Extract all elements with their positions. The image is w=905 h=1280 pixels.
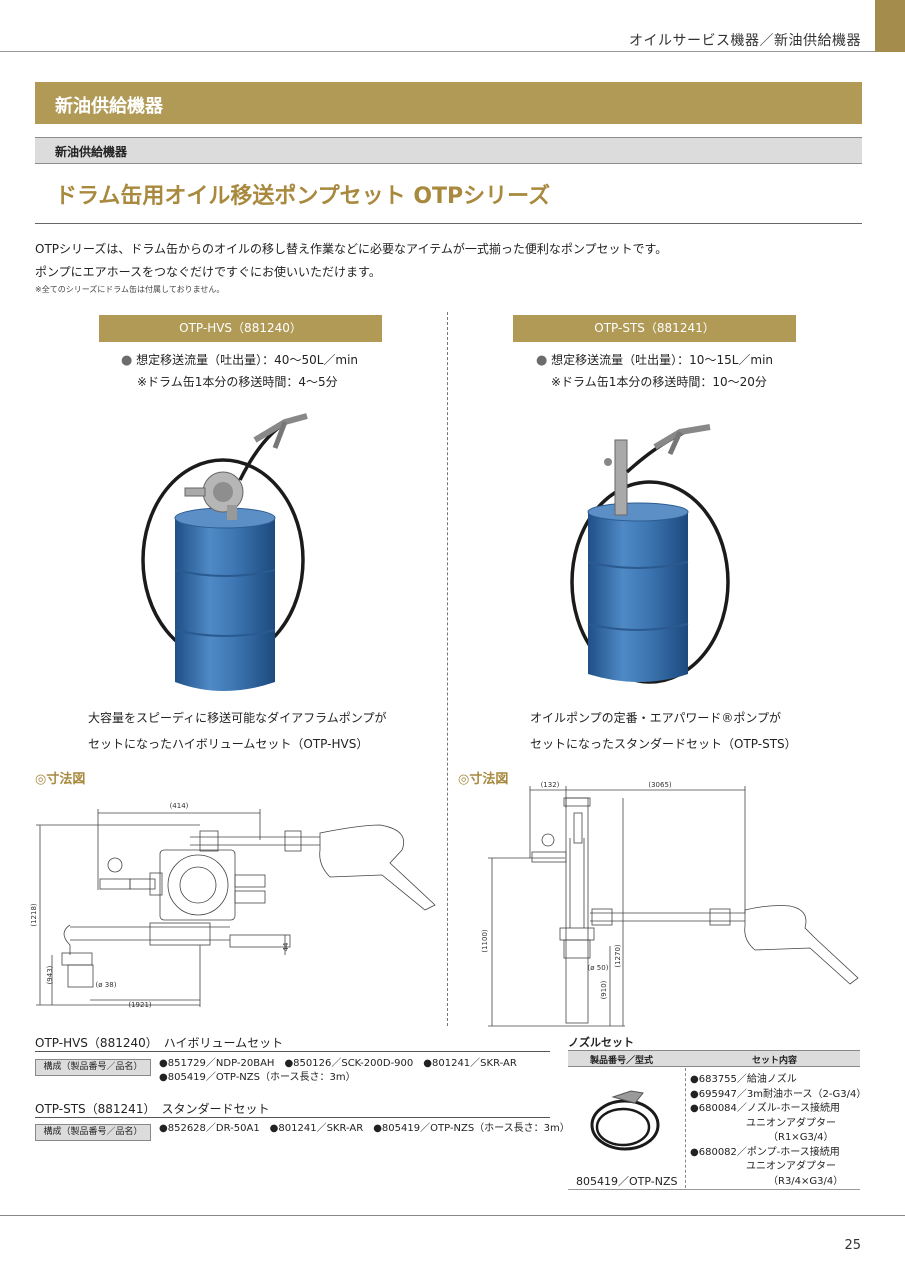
nozzle-col-divider	[685, 1068, 686, 1188]
nozzle-item: （R3/4×G3/4）	[768, 1175, 844, 1187]
title-divider	[35, 223, 862, 224]
set-title-sts: OTP-STS（881241） スタンダードセット	[35, 1100, 269, 1117]
intro-line-2: ポンプにエアホースをつなぐだけですぐにお使いいただけます。	[35, 265, 381, 279]
intro-note: ※全てのシリーズにドラム缶は付属しておりません。	[35, 285, 225, 294]
set-label-hvs: 構成（製品番号／品名）	[35, 1059, 151, 1076]
product-spec-note-hvs: ※ドラム缶1本分の移送時間：4〜5分	[137, 375, 338, 389]
nozzle-item: ●680082／ポンプ-ホース接続用	[690, 1146, 840, 1158]
dim-height: (1218)	[30, 903, 38, 927]
nozzle-set-header: 製品番号／型式 セット内容	[568, 1050, 860, 1067]
intro-line-1: OTPシリーズは、ドラム缶からのオイルの移し替え作業などに必要なアイテムが一式揃…	[35, 242, 668, 256]
set-name: スタンダードセット	[161, 1102, 270, 1116]
header-tab	[875, 0, 905, 52]
subsection-band: 新油供給機器	[35, 137, 862, 164]
dim-height-3: (910)	[600, 980, 608, 999]
product-header-sts: OTP-STS（881241）	[513, 315, 796, 342]
hvs-dimension-drawing: (414) (1218) (943) (ø 38) (1921) 44	[30, 802, 436, 1009]
set-items-hvs-1: ●851729／NDP-20BAH ●850126／SCK-200D-900 ●…	[159, 1058, 517, 1069]
bullet-icon: ●	[536, 353, 548, 368]
sts-dimension-drawing: (132) (3065) (1100) (1270) (ø 50) (910)	[481, 781, 859, 1027]
nozzle-item: ●695947／3m耐油ホース（2-G3/4）	[690, 1088, 867, 1100]
set-items-hvs-2: ●805419／OTP-NZS（ホース長さ：3m）	[159, 1072, 356, 1083]
product-spec-sts: ● 想定移送流量（吐出量）：10〜15L／min	[536, 351, 773, 368]
dim-length: (1921)	[128, 1001, 152, 1009]
header-section-title: オイルサービス機器／新油供給機器	[629, 33, 861, 49]
set-label-sts: 構成（製品番号／品名）	[35, 1124, 151, 1141]
dimension-title-sts: ◎寸法図	[458, 772, 509, 787]
nozzle-item: ●683755／給油ノズル	[690, 1074, 797, 1085]
nozzle-set-items: ●683755／給油ノズル ●695947／3m耐油ホース（2-G3/4） ●6…	[690, 1073, 866, 1189]
nozzle-set-code: 805419／OTP-NZS	[576, 1175, 678, 1188]
nozzle-item: ●680084／ノズル-ホース接続用	[690, 1103, 841, 1114]
nozzle-item: ユニオンアダプター	[746, 1161, 836, 1172]
page-title: ドラム缶用オイル移送ポンプセット OTPシリーズ	[55, 184, 551, 209]
product-header-hvs: OTP-HVS（881240）	[99, 315, 382, 342]
set-title-hvs: OTP-HVS（881240） ハイボリュームセット	[35, 1034, 283, 1051]
spec-text: 想定移送流量（吐出量）：10〜15L／min	[551, 353, 774, 367]
dimension-title-hvs: ◎寸法図	[35, 772, 86, 787]
product-desc-hvs-2: セットになったハイボリュームセット（OTP-HVS）	[88, 737, 369, 751]
col-contents: セット内容	[752, 1056, 798, 1066]
dim-diameter: (ø 38)	[96, 981, 117, 989]
dim-width: (414)	[170, 802, 189, 810]
product-desc-sts-2: セットになったスタンダードセット（OTP-STS）	[530, 737, 797, 751]
product-spec-note-sts: ※ドラム缶1本分の移送時間：10〜20分	[551, 375, 767, 389]
hvs-product-photo	[141, 413, 308, 691]
set-divider	[35, 1051, 550, 1052]
product-spec-hvs: ● 想定移送流量（吐出量）：40〜50L／min	[121, 351, 358, 368]
set-code: OTP-HVS（881240）	[35, 1036, 152, 1050]
nozzle-item: ユニオンアダプター	[746, 1117, 836, 1129]
product-desc-hvs-1: 大容量をスピーディに移送可能なダイアフラムポンプが	[88, 711, 387, 725]
dim-b: (3065)	[648, 781, 672, 789]
bullet-icon: ●	[121, 353, 133, 368]
set-name: ハイボリュームセット	[163, 1036, 284, 1050]
sts-product-photo	[570, 424, 730, 684]
nozzle-hose-photo	[590, 1090, 660, 1151]
col-code: 製品番号／型式	[590, 1056, 654, 1066]
set-divider	[35, 1117, 550, 1118]
dim-height: (1100)	[481, 929, 489, 953]
dim-diameter: (ø 50)	[588, 964, 609, 972]
footer-divider	[0, 1215, 905, 1216]
set-code: OTP-STS（881241）	[35, 1102, 150, 1116]
page-number: 25	[844, 1238, 861, 1253]
dim-height-2: (943)	[46, 965, 54, 984]
dim-height-2: (1270)	[614, 944, 622, 968]
dim-thickness: 44	[282, 942, 290, 951]
column-divider	[447, 312, 448, 1026]
nozzle-item: （R1×G3/4）	[768, 1132, 834, 1143]
spec-text: 想定移送流量（吐出量）：40〜50L／min	[136, 353, 359, 367]
product-desc-sts-1: オイルポンプの定番・エアパワード®ポンプが	[530, 711, 782, 725]
header-divider	[0, 51, 875, 52]
nozzle-set-title: ノズルセット	[568, 1036, 634, 1049]
nozzle-bottom-line	[568, 1189, 860, 1190]
section-band: 新油供給機器	[35, 82, 862, 124]
set-items-sts-1: ●852628／DR-50A1 ●801241／SKR-AR ●805419／O…	[159, 1123, 570, 1134]
dim-a: (132)	[541, 781, 560, 789]
